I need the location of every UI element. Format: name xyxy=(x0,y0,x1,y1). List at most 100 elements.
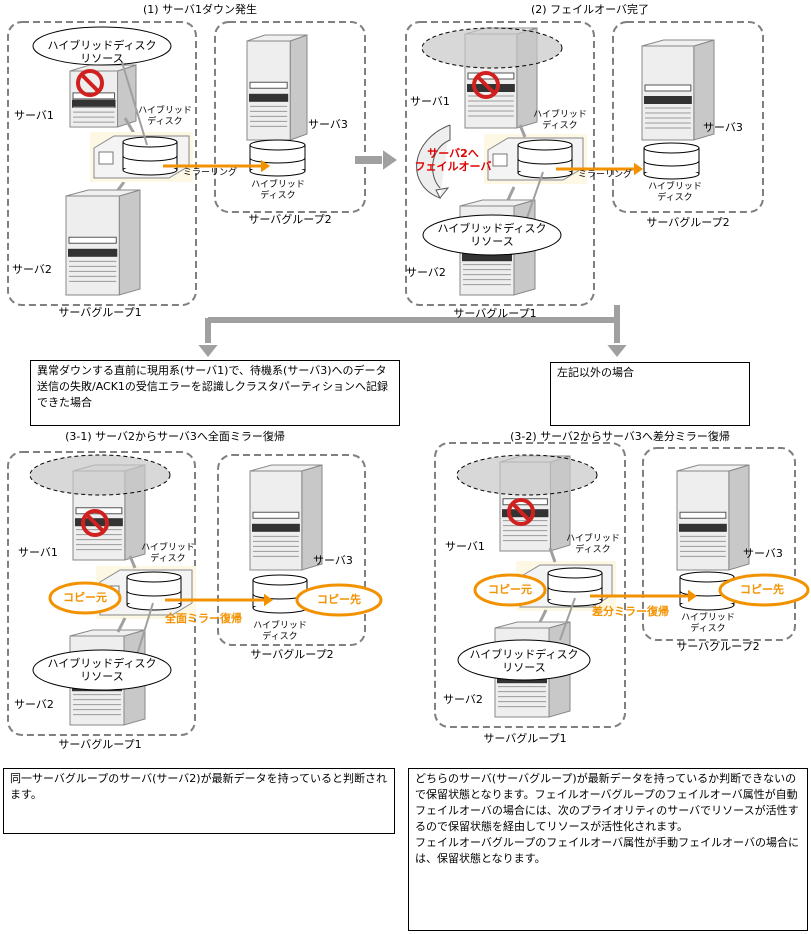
connector-line xyxy=(116,617,127,633)
disk-divider xyxy=(126,590,182,597)
server-front xyxy=(246,40,291,141)
server-tower-icon xyxy=(676,464,750,571)
resource-link-arrow xyxy=(526,171,544,219)
disk-top xyxy=(249,139,306,151)
disk-top xyxy=(517,139,573,151)
copy-ellipse xyxy=(473,573,547,607)
panel1-server3-label: サーバ3 xyxy=(308,118,348,131)
transition-arrow-head xyxy=(383,150,397,170)
disk-divider xyxy=(122,155,178,162)
panel3-server2-label: サーバ2 xyxy=(14,698,54,711)
panel2-hybrid-disk2-label: ハイブリッド ディスク xyxy=(648,182,702,203)
branch-arrow-right xyxy=(607,345,627,357)
resource-link-arrow xyxy=(121,61,148,146)
server-band xyxy=(68,248,118,257)
disk-divider xyxy=(249,157,306,164)
resource-link-arrow xyxy=(559,597,576,641)
inactive-resource-ellipse xyxy=(456,454,598,496)
server-tower-icon xyxy=(246,34,308,141)
panel2-server3-label: サーバ3 xyxy=(703,121,743,134)
server-side xyxy=(289,34,308,141)
server-band xyxy=(644,96,692,104)
panel4-hybrid-disk2-label: ハイブリッド ディスク xyxy=(681,613,735,634)
server-tower-icon xyxy=(249,464,323,571)
panel4-server2-label: サーバ2 xyxy=(443,693,483,706)
disk-top xyxy=(547,567,603,579)
panel2-title: (2) フェイルオーバ完了 xyxy=(531,3,649,16)
panel1-resource-label: ハイブリッドディスク リソース xyxy=(47,39,157,65)
panel3-title: (3-1) サーバ2からサーバ3へ全面ミラー復帰 xyxy=(65,430,285,443)
panel3-group1-label: サーバグループ1 xyxy=(58,738,142,751)
panel4-group1-label: サーバグループ1 xyxy=(483,732,567,745)
server-tower-icon xyxy=(641,39,715,141)
server-band xyxy=(462,253,512,262)
server-band xyxy=(502,509,549,518)
disk-divider xyxy=(643,160,700,167)
resource-ellipse xyxy=(32,26,172,66)
enclosure-panel xyxy=(98,151,114,165)
server-band xyxy=(679,523,727,532)
server-group-border xyxy=(434,442,626,728)
inactive-resource-ellipse xyxy=(29,454,171,496)
hybrid-disk-icon xyxy=(517,139,573,179)
server-band xyxy=(72,99,116,108)
mirror-arrow-head xyxy=(634,162,643,176)
disk-top xyxy=(122,136,178,148)
disk-top xyxy=(252,574,308,586)
disk-divider xyxy=(547,586,603,593)
hybrid-disk-icon xyxy=(252,574,308,614)
connector-line xyxy=(116,181,126,191)
panel4-copy-source: コピー元 xyxy=(488,583,532,596)
server-band xyxy=(75,518,123,527)
resource-ellipse xyxy=(32,649,172,691)
connector-line xyxy=(548,547,557,563)
mirror-arrow-head xyxy=(264,593,273,607)
resource-link-arrow xyxy=(136,602,154,656)
server-group-border xyxy=(214,21,366,213)
condition-right-box: 左記以外の場合 xyxy=(550,362,750,426)
result-left-box: 同一サーバグループのサーバ(サーバ2)が最新データを持っていると判断されます。 xyxy=(3,768,395,834)
panel4-server1-label: サーバ1 xyxy=(445,540,485,553)
server-drive xyxy=(68,236,117,244)
disk-divider xyxy=(517,158,573,165)
panel3-server3-label: サーバ3 xyxy=(313,554,353,567)
panel1-hybrid-disk-label: ハイブリッド ディスク xyxy=(138,106,192,127)
mirror-arrow-head xyxy=(688,589,697,603)
prohibit-slash xyxy=(80,73,100,93)
panel2-group1-label: サーバグループ1 xyxy=(453,307,537,320)
condition-left-box: 異常ダウンする直前に現用系(サーバ1)で、待機系(サーバ3)へのデータ送信の失敗… xyxy=(30,360,400,426)
panel2-hybrid-disk-label: ハイブリッド ディスク xyxy=(533,110,587,131)
server-side xyxy=(118,189,141,296)
copy-ellipse xyxy=(718,573,810,607)
panel4-group2-label: サーバグループ2 xyxy=(676,640,760,653)
panel1-server1-label: サーバ1 xyxy=(14,109,54,122)
prohibit-ring xyxy=(81,509,109,537)
hybrid-disk-icon xyxy=(643,142,700,180)
prohibited-icon xyxy=(472,71,500,99)
disk-top xyxy=(679,571,735,583)
hybrid-disk-icon xyxy=(126,571,182,611)
panel3-hybrid-disk2-label: ハイブリッド ディスク xyxy=(253,621,307,642)
panel2-server2-label: サーバ2 xyxy=(406,266,446,279)
connector-line xyxy=(518,124,527,138)
server-band xyxy=(252,523,300,532)
server-front xyxy=(249,470,303,571)
mirror-arrow-head xyxy=(261,159,270,173)
panel1-group1-label: サーバグループ1 xyxy=(58,306,142,319)
panel3-group2-label: サーバグループ2 xyxy=(250,648,334,661)
panel3-hybrid-disk-label: ハイブリッド ディスク xyxy=(141,543,195,564)
panel4-recovery-label: 差分ミラー復帰 xyxy=(592,605,669,618)
prohibit-ring xyxy=(76,69,104,97)
copy-ellipse xyxy=(295,583,383,617)
panel1-title: (1) サーバ1ダウン発生 xyxy=(143,3,257,16)
panel1-hybrid-disk2-label: ハイブリッド ディスク xyxy=(251,180,305,201)
panel1-server2-label: サーバ2 xyxy=(12,263,52,276)
failover-curved-arrow-icon xyxy=(416,124,451,199)
server-band xyxy=(249,93,289,102)
server-group-border xyxy=(217,454,366,646)
panel4-hybrid-disk-label: ハイブリッド ディスク xyxy=(566,534,620,555)
panel4-server3-label: サーバ3 xyxy=(743,547,783,560)
server-drive xyxy=(644,84,692,92)
prohibited-icon xyxy=(81,509,109,537)
